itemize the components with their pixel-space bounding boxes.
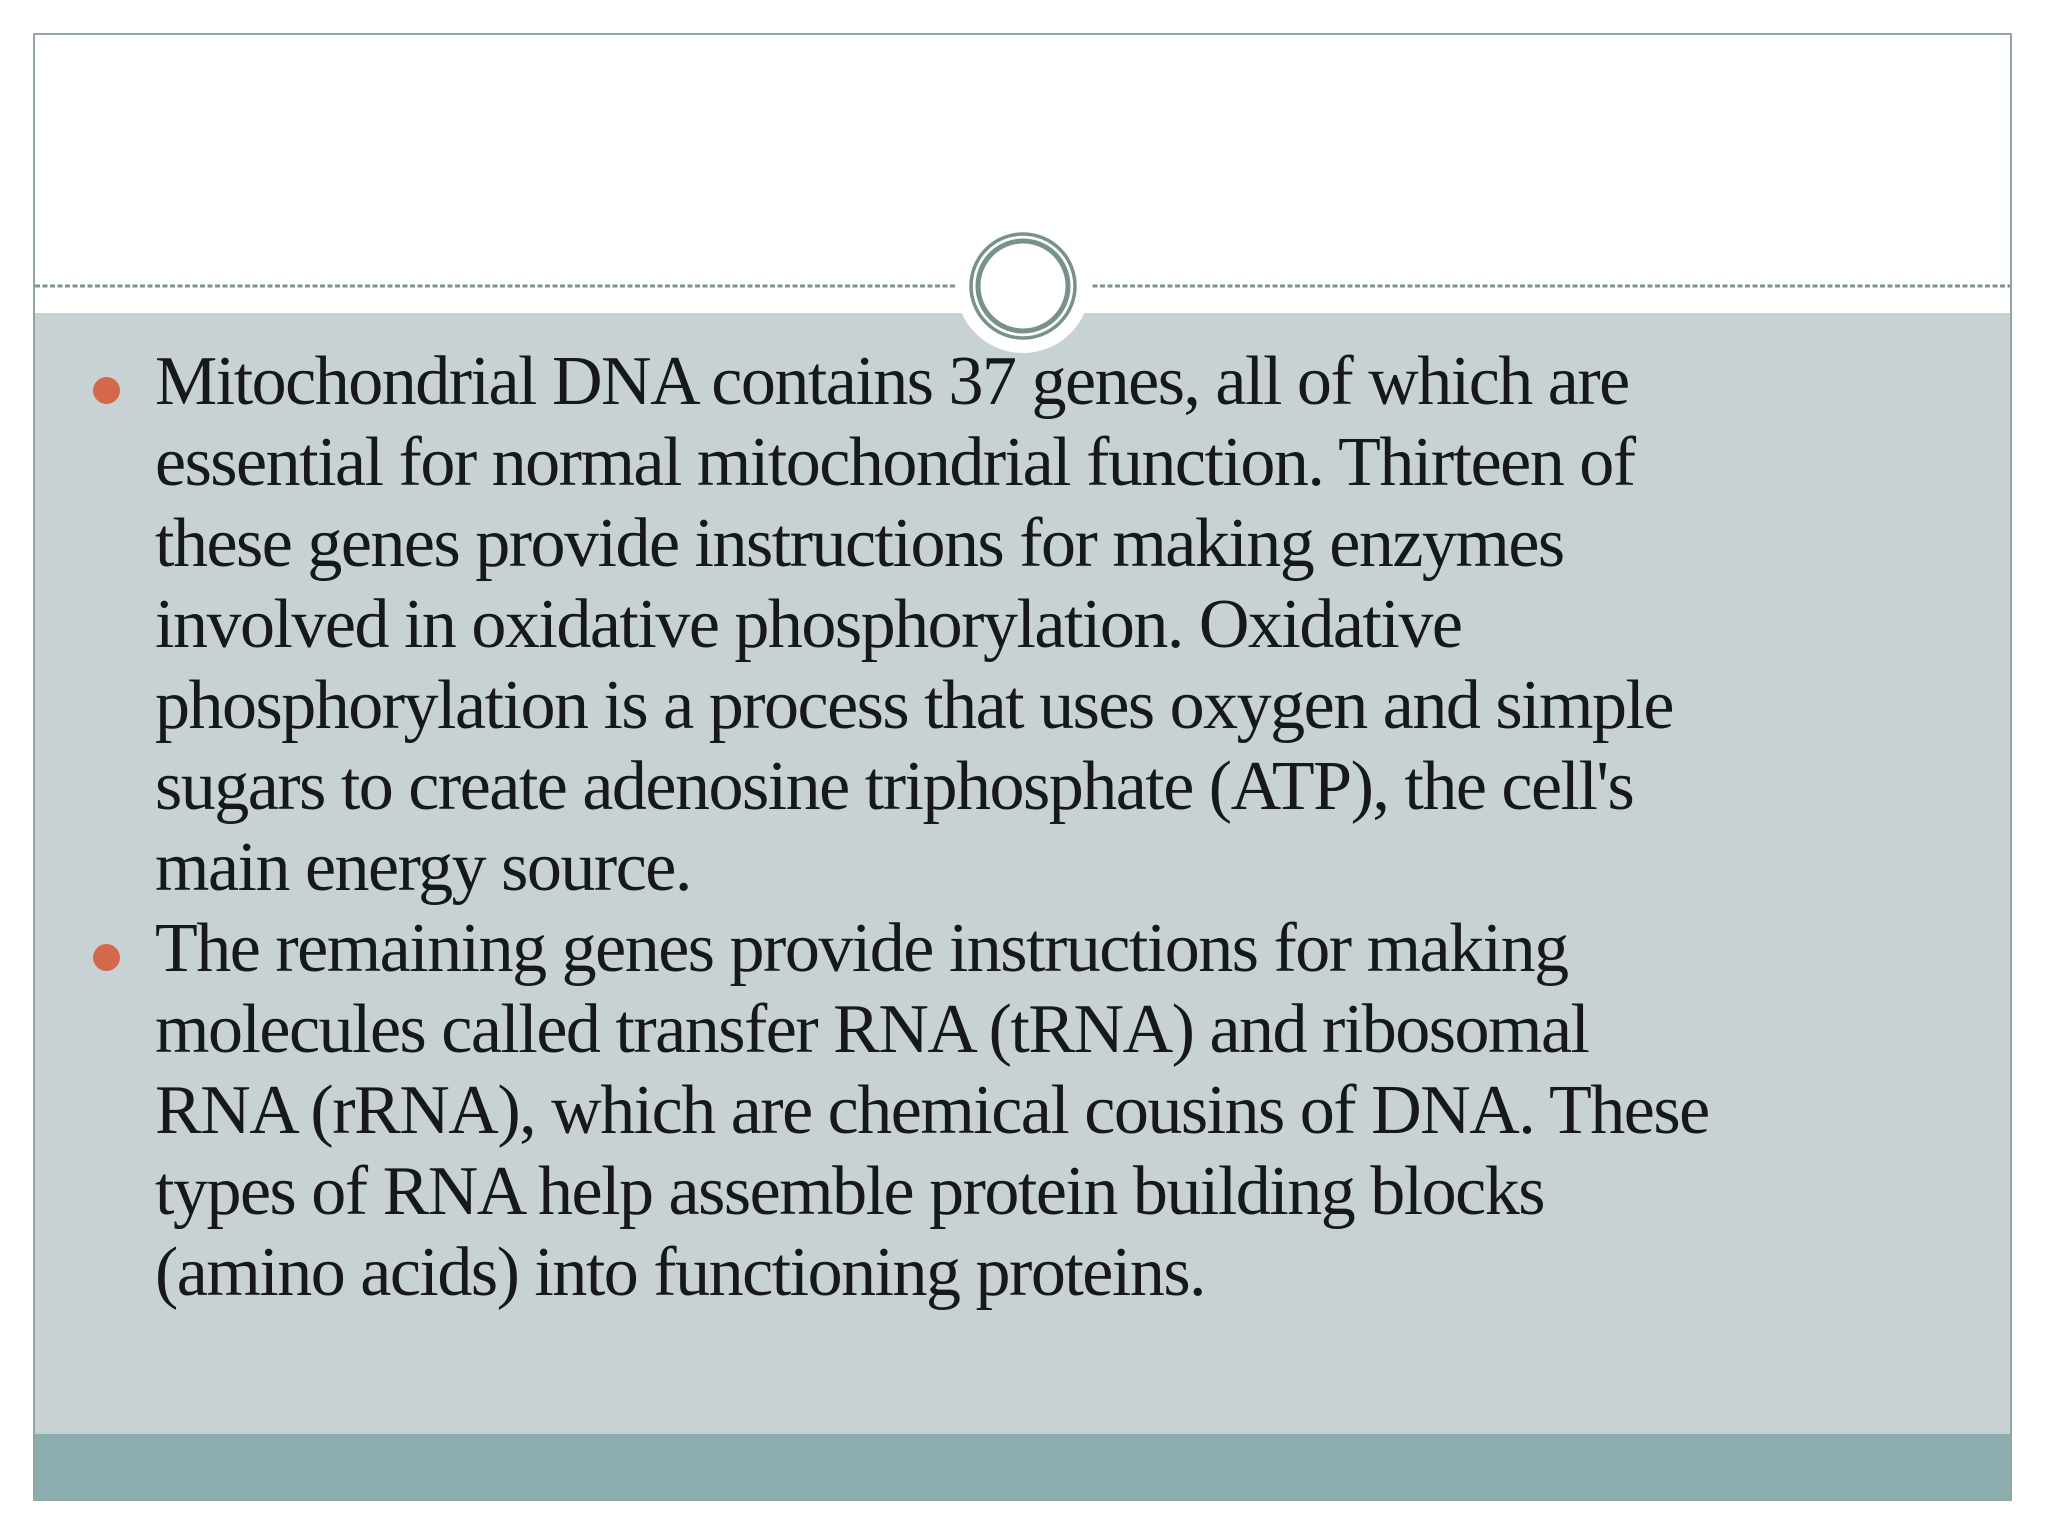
- bullet-text: Mitochondrial DNA contains 37 genes, all…: [155, 341, 1980, 908]
- text-line: involved in oxidative phosphorylation. O…: [155, 586, 1463, 663]
- text-line: RNA (rRNA), which are chemical cousins o…: [155, 1072, 1710, 1149]
- text-line: phosphorylation is a process that uses o…: [155, 667, 1674, 744]
- content-area: [35, 313, 2010, 1433]
- bullet-item: Mitochondrial DNA contains 37 genes, all…: [93, 341, 1980, 908]
- text-line: The remaining genes provide instructions…: [155, 910, 1569, 987]
- text-line: Mitochondrial DNA contains 37 genes, all…: [155, 343, 1630, 420]
- slide-frame: Mitochondrial DNA contains 37 genes, all…: [33, 33, 2012, 1501]
- text-line: essential for normal mitochondrial funct…: [155, 424, 1636, 501]
- bullet-item: The remaining genes provide instructions…: [93, 908, 1980, 1313]
- text-line: molecules called transfer RNA (tRNA) and…: [155, 991, 1590, 1068]
- text-line: (amino acids) into functioning proteins.: [155, 1234, 1207, 1311]
- text-line: main energy source.: [155, 829, 692, 906]
- bullet-list: Mitochondrial DNA contains 37 genes, all…: [93, 341, 1980, 1313]
- bullet-marker-icon: [93, 944, 120, 971]
- slide-title-area: [35, 35, 2010, 313]
- text-line: these genes provide instructions for mak…: [155, 505, 1565, 582]
- text-line: types of RNA help assemble protein build…: [155, 1153, 1545, 1230]
- bullet-text: The remaining genes provide instructions…: [155, 908, 1980, 1313]
- footer-accent-bar: [35, 1432, 2010, 1499]
- bullet-marker-icon: [93, 377, 120, 404]
- text-line: sugars to create adenosine triphosphate …: [155, 748, 1635, 825]
